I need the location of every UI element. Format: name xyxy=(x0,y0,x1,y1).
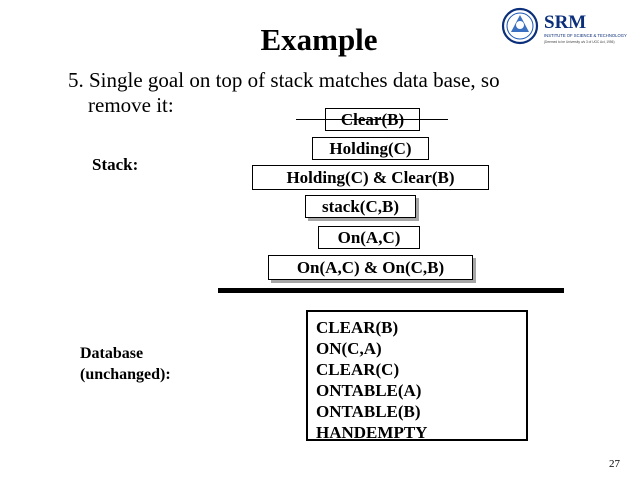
database-fact: HANDEMPTY xyxy=(316,423,428,442)
stack-label: Stack: xyxy=(92,155,139,174)
database-fact: ONTABLE(A) xyxy=(316,381,422,400)
database-fact: ON(C,A) xyxy=(316,339,382,358)
stack-base-line xyxy=(218,288,564,293)
database-label-line-1: Database xyxy=(80,345,144,362)
database-box: CLEAR(B) ON(C,A) CLEAR(C) ONTABLE(A) ONT… xyxy=(306,310,528,442)
stack-item-on-a-c: On(A,C) xyxy=(318,226,420,249)
stack-item-holding-c-and-clear-b: Holding(C) & Clear(B) xyxy=(252,165,489,190)
stack-item-on-a-c-and-on-c-b: On(A,C) & On(C,B) xyxy=(268,255,473,280)
database-label: Database (unchanged): xyxy=(80,343,171,385)
stack-item-holding-c: Holding(C) xyxy=(312,137,429,160)
database-fact: ONTABLE(B) xyxy=(316,402,421,421)
step-line-2: remove it: xyxy=(88,93,174,117)
strike-through-clear-b xyxy=(296,119,448,120)
stack-item-stack-c-b: stack(C,B) xyxy=(305,195,416,218)
srm-logo: SRM INSTITUTE OF SCIENCE & TECHNOLOGY (D… xyxy=(498,6,630,52)
step-line-1: 5. Single goal on top of stack matches d… xyxy=(68,68,500,92)
page-number: 27 xyxy=(609,458,620,470)
step-description: 5. Single goal on top of stack matches d… xyxy=(68,68,588,118)
svg-text:INSTITUTE OF SCIENCE & TECHNOL: INSTITUTE OF SCIENCE & TECHNOLOGY xyxy=(544,33,627,38)
page-title: Example xyxy=(260,22,378,57)
database-fact: CLEAR(B) xyxy=(316,318,399,337)
database-label-line-2: (unchanged): xyxy=(80,366,171,383)
svg-text:SRM: SRM xyxy=(544,12,586,33)
database-fact: CLEAR(C) xyxy=(316,360,400,379)
svg-text:(Deemed to be University u/s 3: (Deemed to be University u/s 3 of UGC Ac… xyxy=(544,40,615,44)
